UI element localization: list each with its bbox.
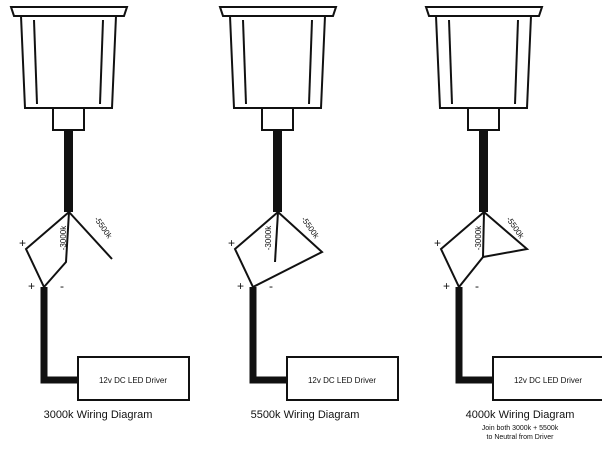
diagram-caption: 3000k Wiring Diagram xyxy=(44,409,153,421)
light-fixture xyxy=(424,6,544,131)
diagram-3000k: 12v DC LED Driver + + - -3000k -5500k 30… xyxy=(9,6,190,421)
fixture-cap xyxy=(424,6,544,17)
fixture-inner-line-right xyxy=(514,19,519,105)
fixture-body xyxy=(19,15,118,109)
fixture-body xyxy=(228,15,327,109)
negative-label: - xyxy=(269,279,273,293)
wire-3000k-label: -3000k xyxy=(264,225,273,250)
wiring-note-line-2: to Neutral from Driver xyxy=(487,434,555,441)
fixture-inner-line-left xyxy=(242,19,247,105)
diagram-caption: 4000k Wiring Diagram xyxy=(466,409,575,421)
driver-cable xyxy=(455,287,493,384)
main-cable xyxy=(273,130,282,212)
fixture-cap xyxy=(218,6,338,17)
driver-label: 12v DC LED Driver xyxy=(308,376,376,385)
diagram-caption: 5500k Wiring Diagram xyxy=(251,409,360,421)
positive-label: + xyxy=(237,279,244,293)
fixture-body xyxy=(434,15,533,109)
positive-label: + xyxy=(228,236,235,250)
fixture-neck xyxy=(261,107,294,131)
main-cable xyxy=(64,130,73,212)
led-driver-box xyxy=(77,356,190,401)
positive-label: + xyxy=(28,279,35,293)
main-cable xyxy=(479,130,488,212)
fixture-inner-line-right xyxy=(99,19,104,105)
wire-3000k-label: -3000k xyxy=(59,225,68,250)
light-fixture xyxy=(218,6,338,131)
fixture-neck xyxy=(52,107,85,131)
positive-label: + xyxy=(19,236,26,250)
fixture-inner-line-right xyxy=(308,19,313,105)
fixture-inner-line-left xyxy=(448,19,453,105)
positive-label: + xyxy=(434,236,441,250)
diagram-5500k: 12v DC LED Driver + + - -3000k -5500k 55… xyxy=(218,6,399,421)
wire-3000k-open xyxy=(274,211,279,263)
wiring-note-line-1: Join both 3000k + 5500k xyxy=(482,425,559,432)
positive-label: + xyxy=(443,279,450,293)
wire-5500k-label: -5500k xyxy=(299,215,321,241)
fixture-cap xyxy=(9,6,129,17)
wire-split-5500k xyxy=(482,211,530,258)
negative-label: - xyxy=(475,279,479,293)
diagram-4000k: 12v DC LED Driver + + - -3000k -5500k 40… xyxy=(424,6,602,441)
led-driver-box xyxy=(286,356,399,401)
driver-label: 12v DC LED Driver xyxy=(99,376,167,385)
fixture-inner-line-left xyxy=(33,19,38,105)
driver-cable xyxy=(249,287,287,384)
light-fixture xyxy=(9,6,129,131)
fixture-neck xyxy=(467,107,500,131)
negative-label: - xyxy=(60,279,64,293)
led-driver-box xyxy=(492,356,602,401)
wire-5500k-open xyxy=(68,211,113,260)
wire-5500k-label: -5500k xyxy=(504,215,526,241)
driver-cable xyxy=(40,287,78,384)
driver-label: 12v DC LED Driver xyxy=(514,376,582,385)
wire-5500k-label: -5500k xyxy=(92,215,114,241)
wire-3000k-label: -3000k xyxy=(474,225,483,250)
